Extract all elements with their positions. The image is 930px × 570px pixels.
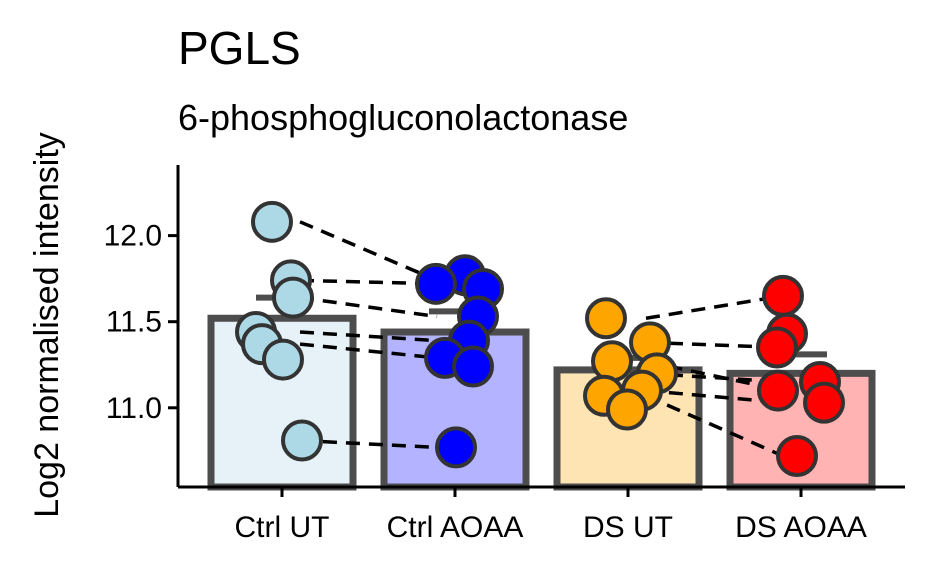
point-0-5 [262,338,304,381]
point-0-0 [251,200,293,243]
point-3-5 [803,381,845,424]
point-1-1 [415,262,457,305]
point-0-2 [272,276,314,319]
point-1-6 [452,345,494,388]
pair-line-2 [299,295,438,319]
chart-subtitle: 6-phosphogluconolactonase [178,97,628,138]
point-1-7 [435,426,477,469]
point-2-0 [585,297,627,340]
point-3-0 [762,274,804,317]
x-tick-label-1: Ctrl AOAA [387,511,524,544]
x-tick-label-0: Ctrl UT [235,511,330,544]
chart-title: PGLS [178,22,301,74]
point-2-2 [591,340,633,383]
x-tick-label-2: DS UT [583,511,673,544]
point-3-2 [756,326,798,369]
y-axis-label: Log2 normalised intensity [28,132,66,518]
y-tick-label-1: 11.5 [106,306,162,339]
y-tick-label-0: 11.0 [106,392,162,425]
point-2-6 [606,388,648,431]
point-0-6 [281,419,323,462]
pair-line-6 [645,294,784,320]
point-3-6 [776,435,818,478]
x-tick-label-3: DS AOAA [735,511,867,544]
pair-line-0 [299,220,438,282]
point-3-4 [757,369,799,412]
pair-line-11 [645,394,784,458]
y-tick-label-2: 12.0 [104,220,162,253]
